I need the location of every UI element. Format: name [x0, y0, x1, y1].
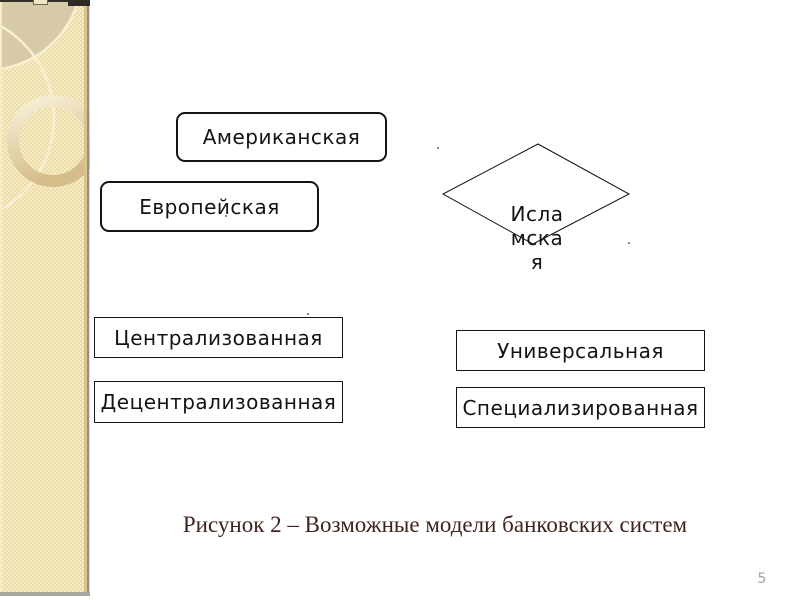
box-decentralized-label: Децентрализованная: [100, 390, 337, 414]
sidebar-edge-line: [87, 0, 89, 592]
sidebar-circles-ornament: [0, 0, 90, 212]
artifact-speck: [225, 215, 227, 217]
corner-circle-shape: [0, 0, 80, 71]
diamond-label-line1: Исла: [510, 202, 564, 226]
box-specialized-label: Специализированная: [462, 395, 699, 420]
box-centralized-model: Централизованная: [94, 317, 343, 358]
sidebar-edge-tan: [84, 0, 87, 592]
box-universal-label: Универсальная: [497, 338, 664, 363]
box-specialized-model: Специализированная: [456, 387, 705, 428]
box-american-model: Американская: [176, 112, 387, 162]
box-european-label: Европейская: [139, 194, 280, 219]
sidebar-left-highlight: [0, 0, 2, 592]
diamond-label-line2: мска: [510, 226, 564, 250]
diamond-islamic-label: Исла мска я: [495, 202, 579, 274]
box-decentralized-model: Децентрализованная: [94, 381, 343, 423]
box-universal-model: Универсальная: [456, 330, 705, 371]
diamond-shape: [441, 143, 631, 245]
box-european-model: Европейская: [100, 181, 319, 232]
sidebar-top-corner-block: [68, 0, 90, 6]
diamond-islamic-model: [441, 143, 631, 245]
artifact-speck: [437, 147, 439, 149]
artifact-speck: [307, 313, 309, 315]
sidebar-decoration: [0, 0, 90, 592]
artifact-speck: [628, 242, 630, 244]
box-centralized-label: Централизованная: [114, 325, 323, 350]
thin-arc-shape: [0, 24, 56, 212]
page-number: 5: [757, 571, 767, 587]
sidebar-top-notch: [33, 0, 48, 5]
figure-caption: Рисунок 2 – Возможные модели банковских …: [182, 512, 688, 537]
box-american-label: Американская: [202, 125, 361, 149]
ring-circle-shape: [7, 95, 90, 187]
diamond-label-line3: я: [530, 250, 544, 274]
sidebar-bottom-line: [0, 592, 90, 596]
